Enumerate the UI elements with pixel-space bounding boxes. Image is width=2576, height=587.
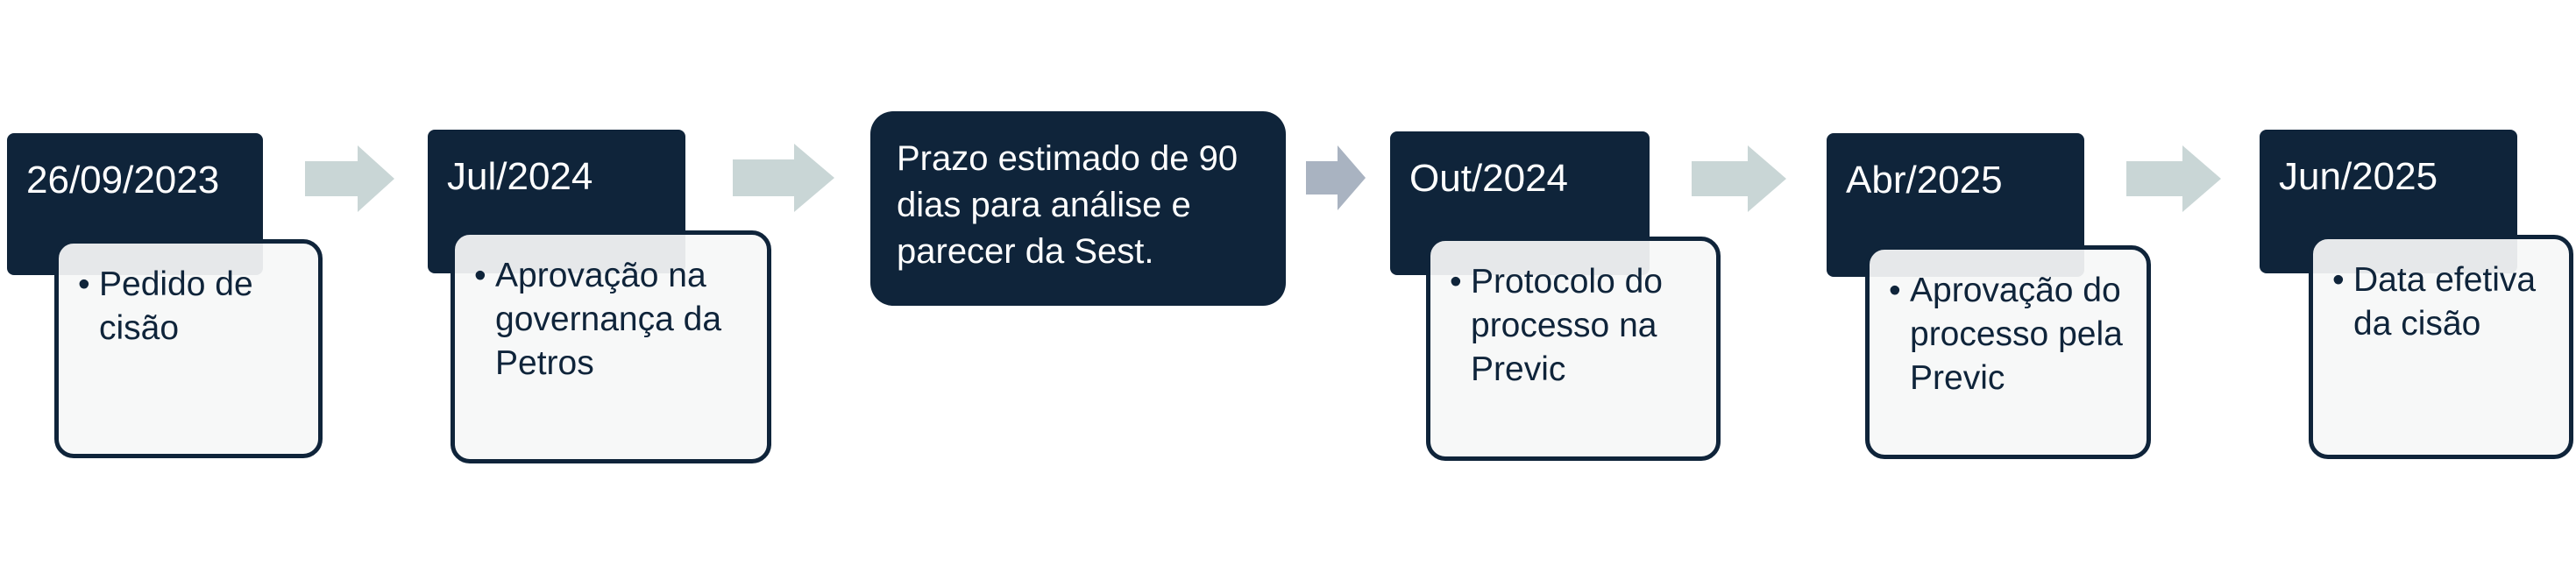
step-6-detail-box: • Data efetiva da cisão <box>2309 235 2573 459</box>
step-2-date: Jul/2024 <box>447 155 593 198</box>
arrow-right-icon <box>1306 145 1366 210</box>
estimate-note: Prazo estimado de 90 dias para análise e… <box>897 139 1238 271</box>
estimate-note-box: Prazo estimado de 90 dias para análise e… <box>870 111 1286 306</box>
bullet-icon: • <box>78 265 90 303</box>
step-5-detail-box: • Aprovação do processo pela Previc <box>1865 245 2151 459</box>
bullet-icon: • <box>474 257 486 294</box>
step-5-detail: Aprovação do processo pela Previc <box>1910 272 2123 397</box>
step-1-date: 26/09/2023 <box>26 159 220 202</box>
step-6-date: Jun/2025 <box>2279 155 2438 198</box>
step-4-detail-box: • Protocolo do processo na Previc <box>1426 237 1721 461</box>
bullet-icon: • <box>2332 261 2345 299</box>
step-2-detail-box: • Aprovação na governança da Petros <box>451 230 771 463</box>
arrow-right-icon <box>1692 145 1786 212</box>
step-1-detail-box: • Pedido de cisão <box>54 239 323 458</box>
bullet-icon: • <box>1889 272 1901 309</box>
bullet-icon: • <box>1450 263 1462 301</box>
arrow-right-icon <box>305 145 394 212</box>
step-4-date: Out/2024 <box>1409 157 1569 200</box>
step-5-date: Abr/2025 <box>1846 159 2003 202</box>
step-4-detail: Protocolo do processo na Previc <box>1471 263 1663 388</box>
step-2-detail: Aprovação na governança da Petros <box>495 257 722 382</box>
arrow-right-icon <box>733 144 834 212</box>
step-1-detail: Pedido de cisão <box>99 265 253 347</box>
arrow-right-icon <box>2126 145 2221 212</box>
step-6-detail: Data efetiva da cisão <box>2353 261 2537 343</box>
